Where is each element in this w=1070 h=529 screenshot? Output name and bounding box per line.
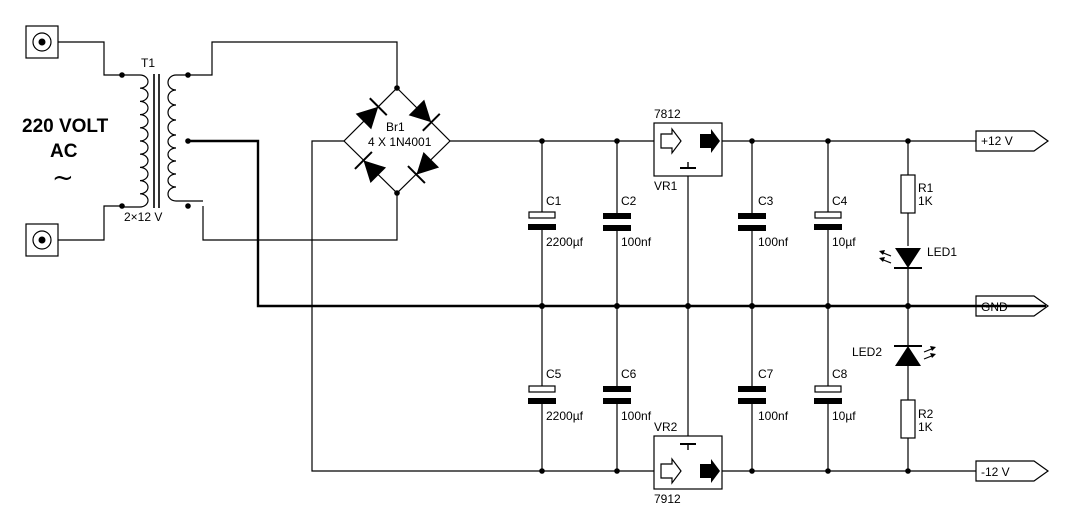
regulator-vr2	[653, 435, 723, 490]
c5-name: C5	[546, 367, 562, 381]
output-pos-label: +12 V	[981, 134, 1013, 148]
capacitor-c6	[603, 306, 631, 471]
c7-name: C7	[758, 367, 774, 381]
output-connector-pos	[975, 130, 1050, 152]
output-gnd-label: GND	[981, 300, 1008, 314]
c2-name: C2	[621, 194, 637, 208]
transformer-name: T1	[141, 56, 155, 70]
bridge-rectifier-br1	[343, 85, 451, 196]
c8-value: 10µf	[832, 409, 856, 423]
c4-value: 10µf	[832, 235, 856, 249]
resistor-r2	[900, 366, 916, 471]
c1-value: 2200µf	[546, 235, 584, 249]
vr2-part: 7912	[654, 492, 681, 506]
capacitor-c2	[603, 141, 631, 306]
c8-name: C8	[832, 367, 848, 381]
junction-dots	[539, 138, 911, 474]
led1-label: LED1	[927, 245, 957, 259]
mains-label-line2: AC	[50, 141, 78, 162]
vr1-part: 7812	[654, 107, 681, 121]
bridge-name: Br1	[386, 120, 405, 134]
c7-value: 100nf	[758, 409, 789, 423]
c2-value: 100nf	[621, 235, 652, 249]
led2-label: LED2	[852, 345, 882, 359]
led-2	[894, 306, 936, 366]
mains-terminal-top	[25, 25, 59, 59]
c3-name: C3	[758, 194, 774, 208]
output-connector-neg	[975, 460, 1050, 482]
vr2-name: VR2	[654, 420, 678, 434]
c3-value: 100nf	[758, 235, 789, 249]
capacitor-c5	[528, 306, 556, 471]
c1-name: C1	[546, 194, 562, 208]
capacitor-c3	[738, 141, 766, 306]
capacitor-c4	[814, 141, 842, 306]
regulator-vr1	[653, 122, 723, 177]
capacitor-c7	[738, 306, 766, 471]
transformer-rating: 2×12 V	[124, 210, 162, 224]
bridge-part: 4 X 1N4001	[368, 135, 432, 149]
resistor-r1	[900, 141, 916, 246]
ac-sine-symbol: ~	[52, 163, 74, 193]
output-neg-label: -12 V	[981, 465, 1010, 479]
c5-value: 2200µf	[546, 409, 584, 423]
led-1	[879, 248, 922, 306]
c6-name: C6	[621, 367, 637, 381]
r2-value: 1K	[918, 420, 933, 434]
r2-name: R2	[918, 407, 934, 421]
vr1-name: VR1	[654, 179, 678, 193]
r1-value: 1K	[918, 194, 933, 208]
output-connector-gnd	[975, 295, 1050, 317]
mains-terminal-bottom	[25, 223, 59, 257]
c6-value: 100nf	[621, 409, 652, 423]
capacitor-c8	[814, 306, 842, 471]
capacitor-c1	[528, 141, 556, 306]
mains-label-line1: 220 VOLT	[22, 116, 109, 137]
c4-name: C4	[832, 194, 848, 208]
r1-name: R1	[918, 181, 934, 195]
transformer-t1	[119, 72, 203, 209]
